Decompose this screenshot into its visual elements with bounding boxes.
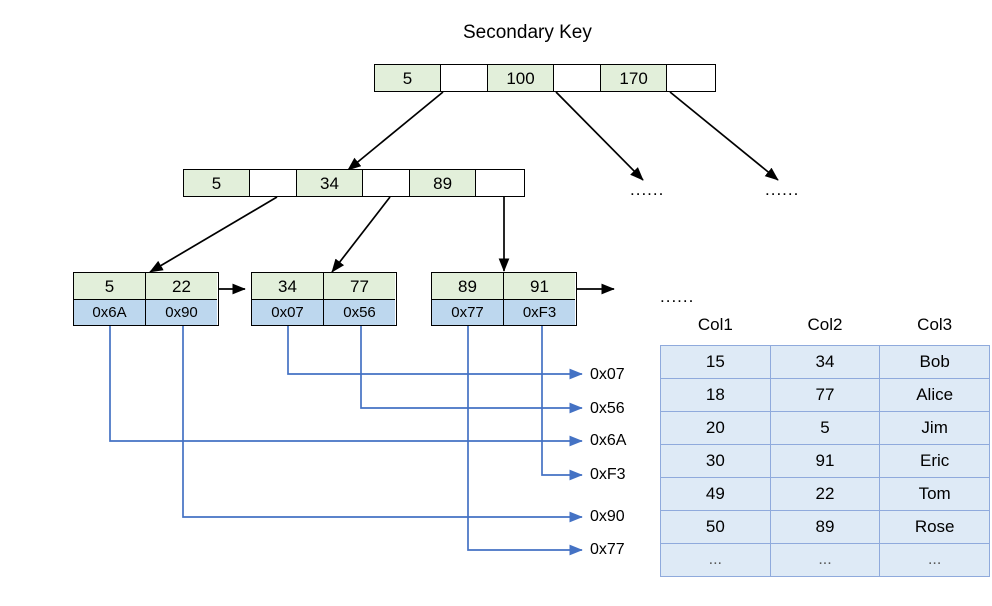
leaf-node-1[interactable]: 5 22 0x6A 0x90 xyxy=(73,272,219,326)
root-cell-key-1[interactable]: 100 xyxy=(488,65,554,91)
table-row[interactable]: 50 89 Rose xyxy=(660,510,990,544)
pointer-label-0x56: 0x56 xyxy=(590,400,625,417)
ellipsis-leaf-chain: ...... xyxy=(660,287,695,306)
leaf-2-key-1[interactable]: 77 xyxy=(324,273,395,299)
leaf-1-ptr-1[interactable]: 0x90 xyxy=(146,299,217,325)
leaf-2-key-row: 34 77 xyxy=(252,273,396,299)
pointer-label-0x77: 0x77 xyxy=(590,541,625,558)
page-title: Secondary Key xyxy=(463,22,592,43)
leaf-2-ptr-row: 0x07 0x56 xyxy=(252,299,396,325)
leaf-2-key-0[interactable]: 34 xyxy=(252,273,324,299)
root-cell-ptr-1[interactable] xyxy=(553,65,602,91)
table-cell: 20 xyxy=(660,411,771,445)
root-cell-ptr-2[interactable] xyxy=(667,65,716,91)
table-cell: 91 xyxy=(769,444,881,478)
leaf-1-key-1[interactable]: 22 xyxy=(146,273,217,299)
table-cell: 89 xyxy=(769,510,881,544)
table-cell: 49 xyxy=(660,477,771,511)
table-cell: Bob xyxy=(879,345,990,379)
leaf-3-key-row: 89 91 xyxy=(432,273,576,299)
pointer-label-0x90: 0x90 xyxy=(590,508,625,525)
table-cell: Alice xyxy=(879,378,990,412)
table-row[interactable]: 18 77 Alice xyxy=(660,378,990,412)
pointer-label-0x6A: 0x6A xyxy=(590,432,627,449)
leaf-3-key-1[interactable]: 91 xyxy=(504,273,575,299)
leaf-1-ptr-row: 0x6A 0x90 xyxy=(74,299,218,325)
table-cell: Tom xyxy=(879,477,990,511)
pointer-label-0x07: 0x07 xyxy=(590,366,625,383)
root-cell-key-0[interactable]: 5 xyxy=(375,65,441,91)
leaf-2-ptr-1[interactable]: 0x56 xyxy=(324,299,395,325)
root-cell-ptr-0[interactable] xyxy=(440,65,489,91)
table-cell: Rose xyxy=(879,510,990,544)
table-cell: 50 xyxy=(660,510,771,544)
pointer-label-0xF3: 0xF3 xyxy=(590,466,626,483)
internal-cell-ptr-0[interactable] xyxy=(249,170,298,196)
internal-cell-key-0[interactable]: 5 xyxy=(184,170,250,196)
leaf-node-3[interactable]: 89 91 0x77 0xF3 xyxy=(431,272,577,326)
ellipsis-subtree-left: ...... xyxy=(630,180,665,199)
table-row[interactable]: 49 22 Tom xyxy=(660,477,990,511)
pointer-wires xyxy=(109,320,583,556)
leaf-1-ptr-0[interactable]: 0x6A xyxy=(74,299,146,325)
table-cell: ... xyxy=(769,543,881,577)
table-row[interactable]: 30 91 Eric xyxy=(660,444,990,478)
table-col-header-3: Col3 xyxy=(917,315,953,334)
table-col-header-1: Col1 xyxy=(697,315,733,334)
table-cell: ... xyxy=(879,543,990,577)
table-cell: 15 xyxy=(660,345,771,379)
table-cell: 5 xyxy=(769,411,881,445)
internal-cell-key-1[interactable]: 34 xyxy=(297,170,363,196)
table-cell: 34 xyxy=(769,345,881,379)
leaf-3-ptr-1[interactable]: 0xF3 xyxy=(504,299,575,325)
leaf-2-ptr-0[interactable]: 0x07 xyxy=(252,299,324,325)
leaf-1-key-0[interactable]: 5 xyxy=(74,273,146,299)
table-row[interactable]: 20 5 Jim xyxy=(660,411,990,445)
root-node[interactable]: 5 100 170 xyxy=(374,64,716,92)
table-cell: 18 xyxy=(660,378,771,412)
internal-cell-ptr-1[interactable] xyxy=(362,170,411,196)
table-col-header-2: Col2 xyxy=(807,315,843,334)
table-cell: 77 xyxy=(769,378,881,412)
heap-table: Col1 Col2 Col3 15 34 Bob 18 77 Alice 20 … xyxy=(660,305,990,577)
table-cell: 22 xyxy=(769,477,881,511)
table-header-row: Col1 Col2 Col3 xyxy=(661,305,990,346)
table-row-ellipsis: ... ... ... xyxy=(660,543,990,577)
leaf-3-key-0[interactable]: 89 xyxy=(432,273,504,299)
table-cell: Eric xyxy=(879,444,990,478)
leaf-node-2[interactable]: 34 77 0x07 0x56 xyxy=(251,272,397,326)
ellipsis-subtree-right: ...... xyxy=(765,180,800,199)
internal-cell-key-2[interactable]: 89 xyxy=(410,170,477,196)
leaf-3-ptr-row: 0x77 0xF3 xyxy=(432,299,576,325)
table-cell: ... xyxy=(660,543,771,577)
root-cell-key-2[interactable]: 170 xyxy=(601,65,668,91)
internal-cell-ptr-2[interactable] xyxy=(476,170,525,196)
internal-node[interactable]: 5 34 89 xyxy=(183,169,525,197)
table-cell: Jim xyxy=(879,411,990,445)
table-cell: 30 xyxy=(660,444,771,478)
leaf-3-ptr-0[interactable]: 0x77 xyxy=(432,299,504,325)
table-row[interactable]: 15 34 Bob xyxy=(660,345,990,379)
leaf-1-key-row: 5 22 xyxy=(74,273,218,299)
